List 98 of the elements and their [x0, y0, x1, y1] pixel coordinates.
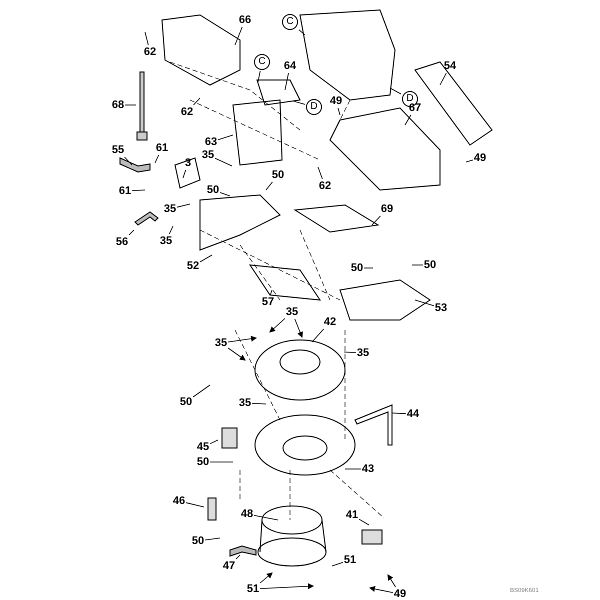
leader-line — [344, 468, 362, 470]
callout-number: 64 — [284, 60, 296, 72]
leader-line — [260, 583, 314, 590]
leader-line — [318, 166, 323, 180]
callout-number: 3 — [184, 157, 192, 169]
callout-number: 50 — [350, 262, 364, 274]
leader-line — [312, 328, 324, 342]
callout-number: 49 — [330, 95, 342, 107]
callout-number: 35 — [238, 397, 252, 409]
leader-line — [254, 515, 278, 520]
leader-line — [144, 32, 149, 46]
reference-letter: D — [306, 99, 322, 115]
reference-letter: C — [254, 54, 270, 70]
leader-line — [182, 170, 186, 178]
callout-number: 35 — [286, 306, 298, 318]
leader-line — [128, 230, 134, 236]
leader-line — [252, 402, 266, 404]
leader-line — [192, 384, 210, 398]
leader-line — [338, 108, 340, 116]
callout-number: 45 — [196, 441, 210, 453]
callout-number: 35 — [214, 337, 228, 349]
leader-line — [204, 538, 220, 540]
leader-line — [440, 72, 447, 86]
leader-line — [176, 204, 190, 208]
leader-line — [414, 300, 434, 306]
callout-number: 51 — [344, 554, 356, 566]
callout-number: 49 — [474, 152, 486, 164]
callout-number: 51 — [246, 583, 260, 595]
callout-number: 66 — [238, 14, 252, 26]
leader-line — [200, 254, 212, 262]
leader-line — [214, 158, 232, 166]
callout-number: 35 — [164, 203, 176, 215]
leader-line — [154, 154, 160, 164]
leader-line — [412, 264, 424, 266]
callout-number: 62 — [144, 46, 156, 58]
callout-number: 50 — [206, 184, 220, 196]
leader-line — [193, 98, 200, 106]
leader-line — [220, 192, 230, 196]
callout-number: 50 — [424, 259, 436, 271]
leader-line — [168, 226, 174, 234]
callout-number: 50 — [272, 169, 284, 181]
leader-line — [372, 216, 381, 226]
callout-number: 43 — [362, 463, 374, 475]
callout-number: 54 — [444, 60, 456, 72]
callout-number: 62 — [318, 180, 332, 192]
leader-line — [369, 586, 394, 593]
leader-line — [132, 190, 146, 191]
callout-number: 62 — [180, 106, 194, 118]
leader-line — [298, 29, 306, 36]
leader-line — [234, 26, 243, 46]
callout-number: 48 — [240, 508, 254, 520]
leader-line — [228, 336, 257, 342]
leader-line — [236, 554, 240, 560]
callout-number: 57 — [262, 296, 274, 308]
callout-number: 35 — [160, 235, 172, 247]
callout-number: 61 — [118, 185, 132, 197]
leader-line — [266, 182, 273, 190]
leader-line — [466, 160, 474, 162]
leader-line — [258, 70, 261, 82]
leader-line — [292, 100, 306, 105]
callout-number: 46 — [172, 495, 186, 507]
leader-line — [218, 134, 234, 140]
leader-line — [358, 518, 370, 526]
leader-line — [124, 104, 136, 106]
callout-number: 42 — [324, 316, 336, 328]
leader-line — [270, 290, 272, 296]
leader-line — [344, 352, 356, 353]
callout-number: 50 — [192, 535, 204, 547]
leader-line — [294, 318, 303, 338]
leader-line — [332, 562, 344, 566]
callout-number: 49 — [394, 588, 406, 600]
reference-letter: C — [282, 14, 298, 30]
callout-number: 50 — [196, 456, 210, 468]
callout-number: 41 — [346, 509, 358, 521]
leader-line — [390, 88, 402, 94]
callout-number: 68 — [112, 99, 124, 111]
callout-number: 55 — [112, 144, 124, 156]
leader-line — [186, 502, 204, 508]
callout-number: 56 — [116, 236, 128, 248]
leader-line — [210, 440, 218, 444]
leader-line — [228, 348, 246, 361]
callout-number: 69 — [380, 203, 394, 215]
leader-line — [124, 156, 132, 166]
callout-number: 53 — [434, 302, 448, 314]
leader-line — [269, 318, 286, 333]
leader-line — [387, 574, 396, 588]
callout-number: 61 — [156, 142, 168, 154]
leader-line — [284, 72, 289, 90]
leader-line — [392, 412, 406, 414]
callout-number: 44 — [406, 408, 420, 420]
leader-line — [260, 572, 273, 584]
callout-number: 47 — [222, 560, 236, 572]
leader-line — [404, 114, 412, 126]
callout-number: 50 — [180, 396, 192, 408]
callout-number: 35 — [356, 347, 370, 359]
callout-number: 52 — [186, 260, 200, 272]
callout-number: 63 — [204, 136, 218, 148]
callout-number: 35 — [202, 149, 214, 161]
